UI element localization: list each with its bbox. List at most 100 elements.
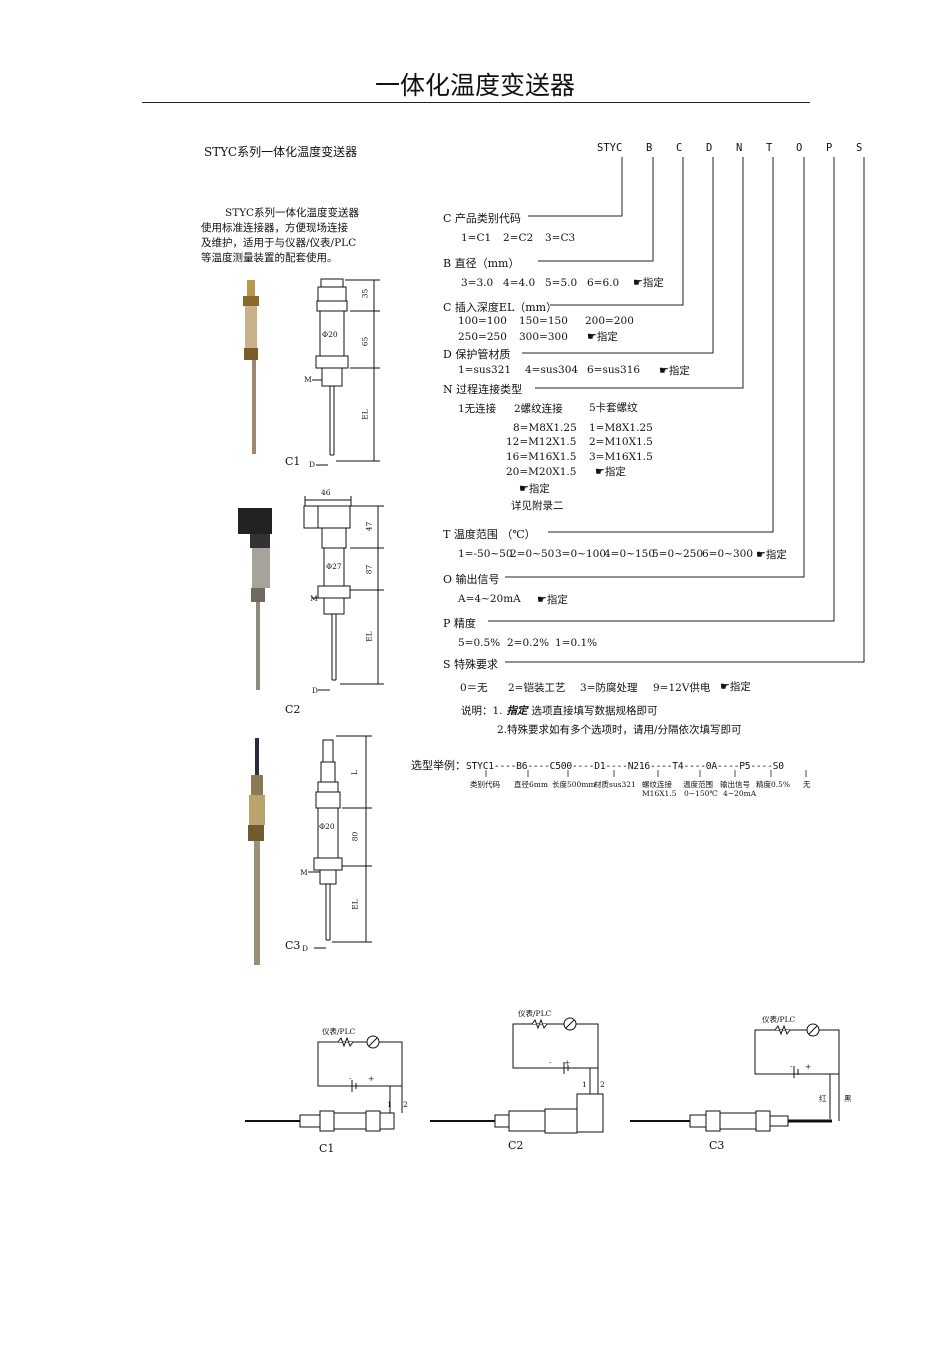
thread-option: 16=M16X1.5	[506, 451, 577, 463]
thread-option: 12=M12X1.5	[506, 436, 577, 448]
wiring-c3	[630, 1023, 840, 1132]
example-annotation: 0~150℃	[684, 789, 718, 798]
spec-label-diameter: B 直径（mm）	[443, 257, 520, 270]
dim-label: 80	[350, 831, 360, 842]
dim-label: M	[300, 868, 308, 877]
code-letter: O	[796, 142, 803, 154]
spec-option: 3=防腐处理	[580, 682, 638, 694]
example-annotation: M16X1.5	[642, 789, 677, 798]
spec-label-category: C 产品类别代码	[443, 212, 521, 225]
spec-label-insertion-depth: C 插入深度EL（mm）	[443, 301, 558, 314]
ferrule-option: 3=M16X1.5	[589, 451, 653, 463]
spec-option: 5卡套螺纹	[589, 402, 638, 414]
spec-option: 2螺纹连接	[514, 403, 563, 415]
spec-option: 1=sus321	[458, 364, 512, 376]
spec-option: 9=12V供电	[653, 682, 711, 694]
meter-label: 仪表/PLC	[518, 1009, 552, 1018]
terminal-plus: +	[805, 1062, 812, 1071]
pin-label: 2	[403, 1100, 408, 1109]
example-annotation: 温度范围	[683, 780, 713, 789]
pointing-hand-icon: ☛	[659, 364, 669, 377]
c1-photo	[243, 280, 259, 454]
intro-line: 使用标准连接器，方便现场连接	[201, 222, 348, 234]
wiring-caption-c1: C1	[319, 1142, 335, 1155]
notes-line-2: 2.特殊要求如有多个选项时，请用/分隔依次填写即可	[497, 724, 742, 736]
example-code: 选型举例：STYC1----B6----C500----D1----N216--…	[411, 757, 784, 773]
terminal-minus: -	[790, 1062, 793, 1071]
example-annotation: 无	[803, 780, 811, 789]
spec-label-material: D 保护管材质	[443, 348, 511, 361]
spec-option: 4=sus304	[525, 364, 579, 376]
dim-label: M	[304, 375, 312, 384]
spec-option: 1=C1	[461, 232, 492, 244]
pointing-hand-icon: ☛	[519, 482, 529, 495]
drawing-label-c3: C3	[285, 939, 301, 952]
intro-line: 等温度测量装置的配套使用。	[201, 252, 338, 264]
pointing-hand-icon: ☛	[720, 680, 730, 693]
wiring-caption-c2: C2	[508, 1139, 524, 1152]
pointing-hand-icon: ☛	[595, 465, 605, 478]
spec-option: 4=0~150	[604, 548, 655, 560]
spec-option: 2=0.2%	[507, 637, 550, 649]
wiring-c2	[430, 1017, 604, 1134]
custom-option: ☛指定	[720, 680, 751, 693]
spec-option: 2=铠装工艺	[508, 682, 566, 694]
example-annotation: 材质sus321	[594, 780, 636, 789]
spec-option: 200=200	[585, 315, 634, 327]
dim-label: L	[349, 770, 359, 775]
dim-label: EL	[364, 631, 374, 642]
code-letter: D	[706, 142, 713, 154]
example-lead: 选型举例：	[411, 759, 466, 772]
dim-label: EL	[350, 899, 360, 910]
dim-label: D	[309, 460, 316, 469]
custom-option: ☛指定	[519, 482, 550, 495]
dim-label: D	[312, 686, 319, 695]
terminal-plus: +	[564, 1058, 571, 1067]
spec-option: 250=250	[458, 331, 507, 343]
example-code-string: STYC1----B6----C500----D1----N216----T4-…	[466, 761, 784, 772]
dim-label: 65	[360, 336, 370, 347]
example-annotation: 长度500mm	[552, 780, 596, 789]
c2-photo	[238, 508, 272, 690]
example-annotation: 直径6mm	[514, 780, 548, 789]
code-letter: STYC	[597, 142, 623, 154]
drawing-label-c1: C1	[285, 455, 301, 468]
spec-option: 6=sus316	[587, 364, 641, 376]
notes-line-1: 说明：1.指定选项直接填写数据规格即可	[461, 703, 658, 718]
custom-option: ☛指定	[595, 465, 626, 478]
spec-option: 0＝无	[460, 682, 488, 694]
dim-label: 87	[364, 564, 374, 575]
example-annotation: 类别代码	[470, 780, 500, 789]
spec-option: 2=0~50	[510, 548, 555, 560]
spec-option: 1=0.1%	[555, 637, 598, 649]
dim-label: Φ27	[326, 562, 342, 571]
spec-option: 5=0~250	[652, 548, 703, 560]
ferrule-option: 1=M8X1.25	[589, 422, 653, 434]
spec-option: 1=-50~50	[458, 548, 513, 560]
notes-text: 选项直接填写数据规格即可	[531, 705, 658, 717]
title-rule	[142, 102, 810, 103]
pointing-hand-icon: ☛	[633, 276, 643, 289]
meter-label: 仪表/PLC	[762, 1015, 796, 1024]
thread-option: 8=M8X1.25	[513, 422, 577, 434]
dim-label: 46	[321, 488, 331, 497]
spec-option: 1无连接	[458, 403, 497, 415]
spec-option: 6=0~300	[702, 548, 753, 560]
spec-option: 2=C2	[503, 232, 534, 244]
terminal-minus: -	[349, 1074, 352, 1083]
example-annotation: 输出信号	[720, 780, 750, 789]
spec-option: 5=5.0	[545, 277, 578, 289]
code-letter: T	[766, 142, 773, 154]
code-letter: S	[856, 142, 863, 154]
code-letter: N	[736, 142, 743, 154]
dim-label: M	[310, 594, 318, 603]
spec-option: 6=6.0	[587, 277, 620, 289]
dim-label: 35	[360, 288, 370, 299]
custom-option: ☛指定	[537, 593, 568, 606]
spec-option: 4=4.0	[503, 277, 536, 289]
